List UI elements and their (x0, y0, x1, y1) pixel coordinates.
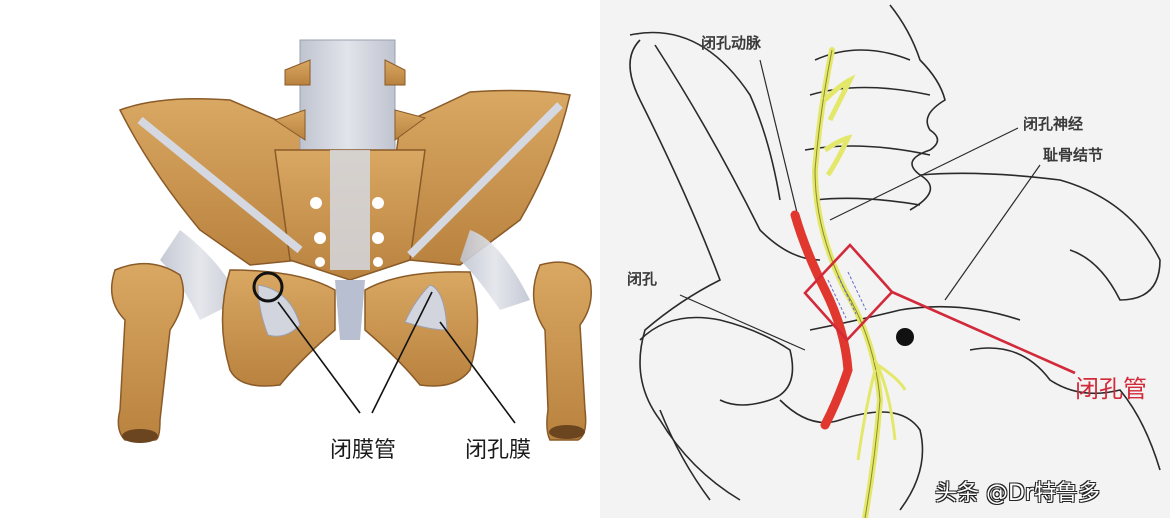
pelvis-illustration (110, 39, 592, 443)
watermark: 头条 @Dr特鲁多 (935, 481, 1100, 506)
label-obturator-membrane-canal: 闭膜管 (330, 438, 397, 463)
label-obturator-canal: 闭孔管 (1075, 375, 1147, 403)
obturator-canal-diagram (629, 4, 1161, 518)
pelvis-illustration-panel: 闭膜管 闭孔膜 (110, 39, 592, 463)
label-pubic-tubercle: 耻骨结节 (1043, 146, 1104, 164)
circle-marker (252, 271, 284, 303)
label-obturator-nerve: 闭孔神经 (1023, 115, 1084, 133)
label-obturator-membrane: 闭孔膜 (465, 438, 532, 463)
obturator-canal-diagram-panel: 闭孔动脉 闭孔神经 耻骨结节 闭孔 闭孔管 头条 @Dr特鲁多 (600, 0, 1170, 518)
label-obturator-foramen: 闭孔 (627, 270, 658, 288)
label-obturator-artery: 闭孔动脉 (701, 34, 762, 52)
